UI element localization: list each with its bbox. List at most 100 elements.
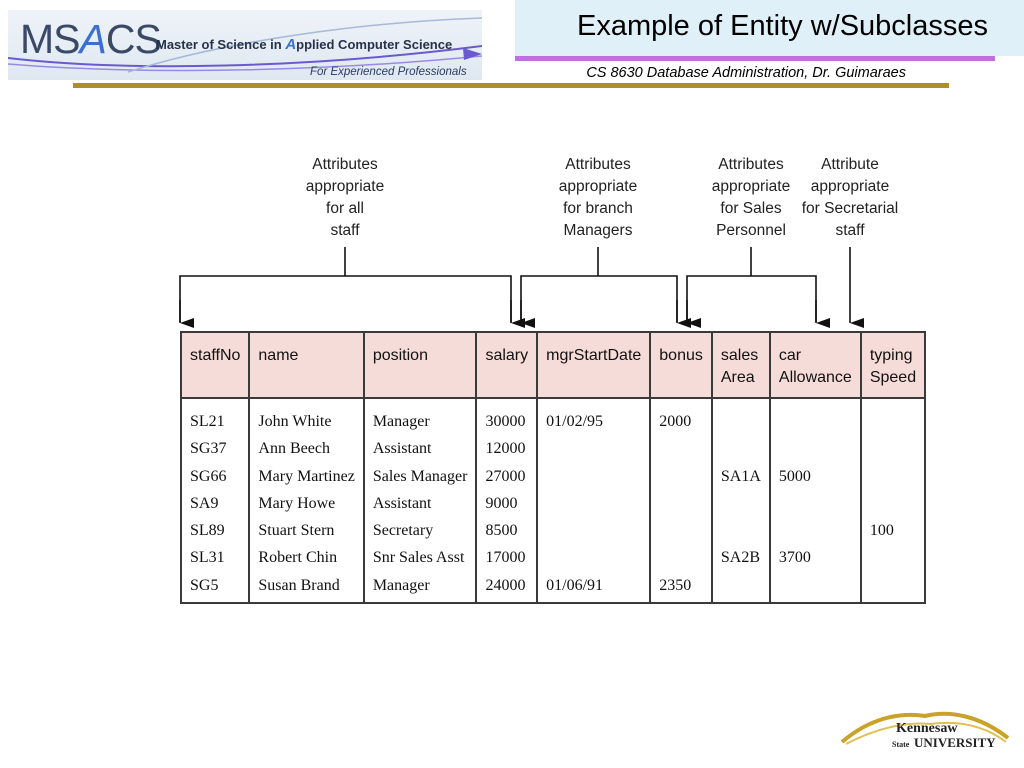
table-cell: Sales Manager (372, 467, 468, 485)
table-cell: SG5 (190, 576, 219, 594)
msacs-logo: MSACS Master of Science in Applied Compu… (8, 10, 482, 80)
table-cell: 100 (869, 522, 894, 540)
table-cell: SG66 (190, 467, 227, 485)
table-cell: Susan Brand (258, 576, 340, 594)
table-cell (870, 544, 916, 571)
table-cell: 27000 (485, 467, 526, 485)
table-cell: Mary Howe (258, 494, 336, 512)
column-header: staffNo (181, 332, 250, 399)
table-cell (659, 463, 703, 490)
column-mgrstartdate: 01/02/95 01/06/91 (536, 398, 651, 603)
column-header: bonus (649, 332, 712, 399)
table-header-row: staffNo name position salary mgrStartDat… (181, 332, 926, 399)
table-cell (546, 463, 641, 490)
table-cell (870, 463, 916, 490)
table-cell: 30000 (485, 413, 526, 430)
table-cell: Manager (372, 413, 430, 430)
table-cell (659, 490, 703, 517)
table-cell (870, 435, 916, 462)
title-banner: Example of Entity w/Subclasses (515, 0, 1024, 56)
table-cell (659, 517, 703, 544)
table-cell: 9000 (485, 494, 518, 512)
bracket-branch-managers (520, 247, 691, 328)
caption-branch-managers: Attributes appropriate for branch Manage… (558, 156, 638, 239)
logo-wordmark: MSACS (20, 16, 162, 62)
course-subtitle: CS 8630 Database Administration, Dr. Gui… (586, 65, 906, 81)
table-cell (779, 408, 852, 435)
table-cell (546, 544, 641, 571)
table-cell: SG37 (190, 440, 227, 458)
kennesaw-state-university-logo: Kennesaw State UNIVERSITY (840, 711, 1010, 750)
table-cell (546, 490, 641, 517)
table-cell (779, 435, 852, 462)
table-cell (721, 490, 761, 517)
table-cell: SL21 (190, 413, 225, 430)
table-cell: Robert Chin (258, 549, 338, 567)
caption-all-staff: Attributes appropriate for all staff (305, 156, 385, 239)
table-cell: Ann Beech (258, 440, 330, 458)
staff-table: staffNo name position salary mgrStartDat… (180, 331, 927, 604)
table-cell (721, 572, 761, 599)
table-cell: 5000 (778, 467, 811, 485)
table-cell (779, 490, 852, 517)
table-cell (870, 490, 916, 517)
logo-tagline: For Experienced Professionals (310, 66, 467, 78)
logo-swoosh-graphic (8, 17, 482, 73)
table-cell: SA1A (720, 467, 761, 485)
column-bonus: 2000 2350 (649, 398, 712, 603)
table-cell: 2350 (659, 576, 692, 594)
table-cell: 24000 (485, 576, 526, 594)
ksu-logo-line1: Kennesaw (896, 721, 958, 736)
caption-secretarial: Attribute appropriate for Secretarial st… (801, 156, 899, 239)
column-header: typing Speed (859, 332, 926, 399)
table-cell (659, 435, 703, 462)
column-car-allowance: 5000 3700 (768, 398, 861, 603)
logo-full-name: Master of Science in Applied Computer Sc… (156, 36, 453, 53)
table-cell (546, 435, 641, 462)
ksu-logo-line2: UNIVERSITY (914, 735, 996, 750)
column-typing-speed: 100 (859, 398, 926, 603)
table-cell: Assistant (372, 440, 432, 458)
ksu-logo-state: State (892, 740, 910, 749)
table-cell (779, 517, 852, 544)
column-header: mgrStartDate (536, 332, 651, 399)
column-header: salary (475, 332, 538, 399)
table-cell: 3700 (778, 549, 811, 567)
bracket-sales-personnel (686, 247, 830, 328)
table-cell: Assistant (372, 494, 432, 512)
column-header: position (362, 332, 477, 399)
table-cell: SL31 (190, 549, 225, 567)
slide-title: Example of Entity w/Subclasses (576, 10, 988, 42)
table-cell: 17000 (485, 549, 526, 567)
table-cell: 01/06/91 (546, 576, 604, 594)
table-cell (721, 517, 761, 544)
table-cell (659, 544, 703, 571)
table-cell: SL89 (190, 522, 225, 540)
column-header: sales Area (710, 332, 770, 399)
table-cell (721, 408, 761, 435)
caption-sales-personnel: Attributes appropriate for Sales Personn… (711, 156, 791, 239)
table-cell (546, 517, 641, 544)
table-cell: Snr Sales Asst (372, 549, 465, 567)
table-cell: SA9 (190, 494, 219, 512)
bracket-all-staff (179, 247, 525, 328)
table-cell (721, 435, 761, 462)
table-cell: Stuart Stern (258, 522, 335, 540)
table-cell: 01/02/95 (546, 413, 604, 430)
table-cell (870, 408, 916, 435)
table-cell: Secretary (372, 522, 434, 540)
table-cell: 2000 (659, 413, 692, 430)
column-sales-area: SA1A SA2B (710, 398, 770, 603)
title-underline (515, 56, 995, 61)
table-cell: SA2B (720, 549, 760, 567)
table-cell: John White (258, 413, 332, 430)
header-divider (73, 83, 949, 88)
table-cell: Mary Martinez (258, 467, 355, 485)
table-cell (870, 572, 916, 599)
